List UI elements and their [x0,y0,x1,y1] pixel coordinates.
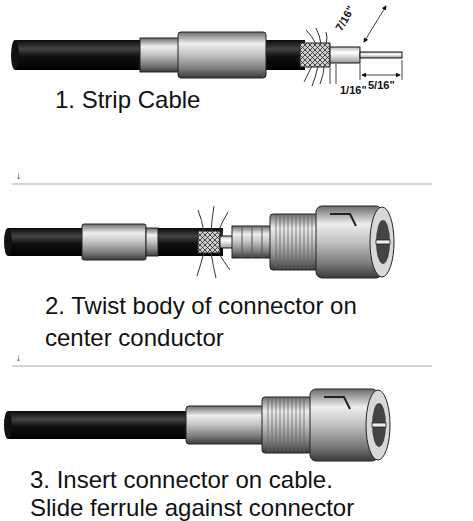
separator-line [12,184,432,185]
dielectric [330,47,360,63]
braid-shield [198,231,220,253]
ferrule [186,406,264,444]
dimension-label: 5/16" [368,79,395,92]
braid-shield [300,43,330,67]
connector-body [262,397,312,453]
connector-face [370,207,394,277]
connector-twist [4,206,394,278]
bayonet-slot [330,214,356,226]
extension-line [402,60,403,80]
separator-line [12,366,432,367]
step-arrow: ↓ [16,352,21,364]
extension-line [336,64,337,84]
dimension-line [364,6,386,42]
dimension-line [362,75,400,76]
frayed-wires [304,28,327,86]
connector-face [366,390,390,460]
step-caption: Slide ferrule against connector [30,494,354,521]
step-caption: 2. Twist body of connector on center con… [45,290,385,354]
tube-ridges [242,226,262,258]
dimension-label: 1/16" [340,84,367,97]
center-pin [376,240,390,244]
cable-jacket [8,411,198,439]
step-caption: 1. Strip Cable [55,86,200,115]
center-conductor [360,52,402,58]
cable-end [4,411,12,439]
connector-bore [376,220,390,264]
bayonet-slot [324,397,350,409]
ferrule-step [146,228,158,256]
extension-line [330,68,331,84]
center-pin [372,423,386,427]
dimension-label: 7/16" [333,4,358,34]
sleeve [140,38,182,72]
knurling [268,398,304,452]
crimp-tube [232,226,272,258]
step-arrow: ↓ [16,170,21,182]
step-caption: 3. Insert connector on cable. [30,466,333,495]
connector-body [270,214,318,270]
ferrule [178,32,266,78]
cable-end [11,40,19,70]
connector-bore [372,403,386,447]
cable-end [4,228,12,256]
knurling [276,215,312,269]
extension-line [360,64,361,80]
assembled-connector [4,389,390,461]
ferrule [82,224,146,260]
